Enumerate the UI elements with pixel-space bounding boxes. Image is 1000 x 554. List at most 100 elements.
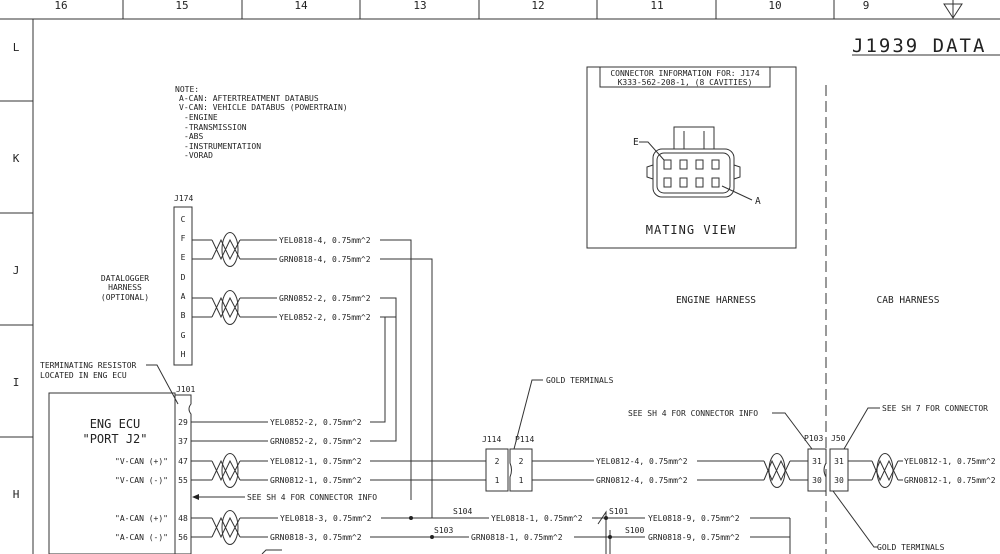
- j50-pin: 31: [834, 457, 844, 466]
- terminating-resistor-line: TERMINATING RESISTOR: [40, 361, 137, 370]
- splice-dots: [409, 516, 612, 539]
- wire-label: GRN0812-1, 0.75mm^2: [270, 476, 362, 485]
- j101-connector: 29 37 47 55 48 56: [174, 394, 192, 554]
- wire-label: GRN0852-2, 0.75mm^2: [279, 294, 371, 303]
- gold-terminals-leader: [513, 379, 543, 450]
- note-line: V-CAN: VEHICLE DATABUS (POWERTRAIN): [179, 103, 348, 112]
- j174-pin: E: [181, 253, 186, 262]
- revision-triangle: [943, 0, 963, 19]
- cab-harness-wires: [848, 453, 903, 488]
- connector-info-line: CONNECTOR INFORMATION FOR: J174: [610, 69, 759, 78]
- j50-label: J50: [831, 434, 846, 443]
- grid-row-label: K: [13, 152, 20, 165]
- note-block: NOTE: A-CAN: AFTERTREATMENT DATABUS V-CA…: [175, 85, 348, 160]
- splice-label-s100: S100: [625, 526, 644, 535]
- grid-column-label: 10: [768, 0, 781, 12]
- p114-pin: 2: [519, 457, 524, 466]
- datalogger-label-line: (OPTIONAL): [101, 293, 149, 302]
- grid-row-label: L: [13, 41, 20, 54]
- j101-pin: 47: [178, 457, 188, 466]
- grid-column-label: 11: [650, 0, 663, 12]
- wire-label: YEL0818-1, 0.75mm^2: [491, 514, 583, 523]
- connector-info-box: CONNECTOR INFORMATION FOR: J174 K333-562…: [586, 66, 797, 249]
- splice-label-s103: S103: [434, 526, 453, 535]
- grid-row-label: H: [13, 488, 20, 501]
- j101-pin: 48: [178, 514, 188, 523]
- datalogger-label-line: HARNESS: [108, 283, 142, 292]
- see-sh4-left-callout: SEE SH 4 FOR CONNECTOR INFO: [247, 493, 377, 502]
- splice-label-s104: S104: [453, 507, 472, 516]
- j114-pin: 2: [495, 457, 500, 466]
- see-sh4-right-callout: SEE SH 4 FOR CONNECTOR INFO: [628, 409, 758, 418]
- j114-p114-connector: [485, 448, 533, 492]
- wire-label: YEL0818-9, 0.75mm^2: [648, 514, 740, 523]
- p114-label: P114: [515, 435, 534, 444]
- p103-j50-connector: [807, 448, 849, 492]
- see-sh4-right-leader: [772, 412, 813, 450]
- grid-column-label: 13: [413, 0, 426, 12]
- p103-pin: 30: [812, 476, 822, 485]
- wire-label: GRN0812-4, 0.75mm^2: [596, 476, 688, 485]
- datalogger-label: DATALOGGER HARNESS (OPTIONAL): [101, 274, 149, 302]
- datalogger-wires: [192, 232, 433, 518]
- ecu-signal-label: "V-CAN (+)": [115, 457, 168, 466]
- j174-pin: B: [181, 311, 186, 320]
- gold-terminals-callout: GOLD TERMINALS: [546, 376, 614, 385]
- wire-label: YEL0812-4, 0.75mm^2: [596, 457, 688, 466]
- eng-ecu: ENG ECU "PORT J2" "V-CAN (+)" "V-CAN (-)…: [48, 392, 176, 554]
- pin-a-label: A: [755, 196, 761, 207]
- j101-pin: 56: [178, 533, 188, 542]
- note-line: -VORAD: [184, 151, 213, 160]
- wire-label: YEL0852-2, 0.75mm^2: [279, 313, 371, 322]
- note-line: -ENGINE: [184, 113, 218, 122]
- gold-terminals-bottom-callout: GOLD TERMINALS: [877, 543, 945, 552]
- wire-label: GRN0818-9, 0.75mm^2: [648, 533, 740, 542]
- p103-pin: 31: [812, 457, 822, 466]
- j101-pin: 37: [178, 437, 188, 446]
- wire-label: GRN0818-4, 0.75mm^2: [279, 255, 371, 264]
- grid-column-label: 9: [863, 0, 870, 12]
- note-line: NOTE:: [175, 85, 199, 94]
- j114-label: J114: [482, 435, 501, 444]
- note-line: A-CAN: AFTERTREATMENT DATABUS: [179, 94, 319, 103]
- ecu-wires: [191, 421, 791, 554]
- wire-label: GRN0818-3, 0.75mm^2: [270, 533, 362, 542]
- grid-column-label: 16: [54, 0, 67, 12]
- j174-connector: C F E D A B G H: [173, 206, 193, 366]
- engine-harness-label: ENGINE HARNESS: [676, 295, 756, 306]
- j174-pin: H: [181, 350, 186, 359]
- grid-row-label: I: [13, 376, 20, 389]
- grid-row-label: J: [13, 264, 20, 277]
- j174-pin: F: [181, 234, 186, 243]
- note-line: -TRANSMISSION: [184, 123, 247, 132]
- wire-label: YEL0812-1, 0.75mm^2: [270, 457, 362, 466]
- ecu-signal-label: "A-CAN (+)": [115, 514, 168, 523]
- mating-view-label: MATING VIEW: [646, 223, 736, 237]
- note-line: -ABS: [184, 132, 203, 141]
- cab-harness-label: CAB HARNESS: [877, 295, 940, 306]
- j50-pin: 30: [834, 476, 844, 485]
- wire-label: YEL0852-2, 0.75mm^2: [270, 418, 362, 427]
- grid-column-label: 12: [531, 0, 544, 12]
- j101-pin: 29: [178, 418, 188, 427]
- grid-column-label: 14: [294, 0, 308, 12]
- engine-harness-wires: [532, 453, 808, 488]
- note-line: -INSTRUMENTATION: [184, 142, 261, 151]
- j174-pin: A: [181, 292, 186, 301]
- see-sh7-leader: [843, 407, 880, 450]
- ecu-title: ENG ECU: [90, 417, 141, 431]
- splice-label-s101: S101: [609, 507, 628, 516]
- j174-label: J174: [174, 194, 193, 203]
- wire-label: GRN0852-2, 0.75mm^2: [270, 437, 362, 446]
- terminating-resistor-line: LOCATED IN ENG ECU: [40, 371, 127, 380]
- grid-column-label: 15: [175, 0, 188, 12]
- j114-pin: 1: [495, 476, 500, 485]
- wire-label: YEL0818-4, 0.75mm^2: [279, 236, 371, 245]
- j101-pin: 55: [178, 476, 188, 485]
- connector-info-line: K333-562-208-1, (8 CAVITIES): [618, 78, 753, 87]
- ecu-title: "PORT J2": [82, 432, 147, 446]
- j174-pin: D: [181, 273, 186, 282]
- terminating-resistor-label: TERMINATING RESISTOR LOCATED IN ENG ECU: [40, 361, 137, 380]
